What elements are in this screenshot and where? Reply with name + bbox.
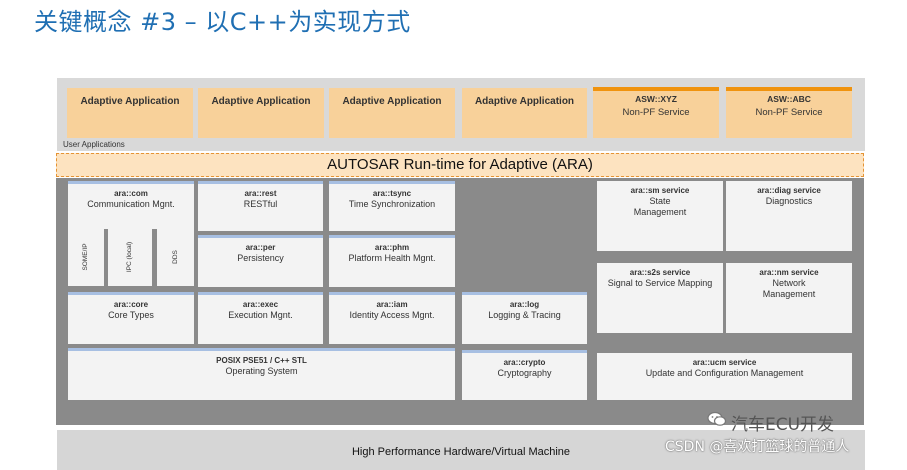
ara-crypto-label: Cryptography [497, 368, 552, 378]
ara-per-label: Persistency [237, 253, 284, 263]
asw-abc-label: Non-PF Service [755, 107, 823, 118]
slide-title: 关键概念 #3 – 以C++为实现方式 [34, 8, 411, 36]
ara-com-label: Communication Mgnt. [87, 199, 175, 209]
ara-iam-id: ara::iam [376, 300, 408, 309]
wechat-icon [707, 411, 727, 426]
ara-exec-id: ara::exec [242, 300, 279, 309]
ara-sm-box: ara::sm service State Management [597, 181, 723, 251]
ara-ucm-id: ara::ucm service [692, 358, 757, 367]
ara-ucm-box: ara::ucm service Update and Configuratio… [597, 353, 852, 400]
watermark-text: 汽车ECU开发 [731, 415, 835, 435]
ara-phm-box: ara::phm Platform Health Mgnt. [329, 235, 455, 287]
asw-abc-service: ASW::ABC Non-PF Service [726, 87, 852, 138]
posix-id: POSIX PSE51 / C++ STL [216, 356, 307, 365]
ara-s2s-label: Signal to Service Mapping [607, 278, 713, 288]
ara-log-id: ara::log [509, 300, 540, 309]
ara-log-label: Logging & Tracing [488, 310, 561, 320]
ara-crypto-id: ara::crypto [503, 358, 546, 367]
ara-s2s-id: ara::s2s service [629, 268, 691, 277]
hardware-layer: High Performance Hardware/Virtual Machin… [57, 430, 865, 470]
ara-core-label: Core Types [108, 310, 154, 320]
ara-com-id: ara::com [114, 189, 148, 198]
adaptive-application-2: Adaptive Application [198, 88, 324, 138]
ara-exec-box: ara::exec Execution Mgnt. [198, 292, 323, 344]
ipc-local-binding: IPC (local) [108, 228, 152, 286]
adaptive-application-1: Adaptive Application [67, 88, 193, 138]
dds-binding: DDS [157, 228, 194, 286]
ara-per-box: ara::per Persistency [198, 235, 323, 287]
ara-s2s-box: ara::s2s service Signal to Service Mappi… [597, 263, 723, 333]
ara-band: AUTOSAR Run-time for Adaptive (ARA) [56, 153, 864, 177]
ara-diag-label: Diagnostics [765, 196, 813, 206]
ara-log-box: ara::log Logging & Tracing [462, 292, 587, 344]
ara-ucm-label: Update and Configuration Management [645, 368, 804, 378]
posix-os-box: POSIX PSE51 / C++ STL Operating System [68, 348, 455, 400]
ara-rest-label: RESTful [243, 199, 278, 209]
ara-tsync-label: Time Synchronization [348, 199, 436, 209]
ara-sm-id: ara::sm service [630, 186, 690, 195]
ara-core-id: ara::core [113, 300, 149, 309]
ara-sm-label: State Management [633, 196, 687, 217]
ara-exec-label: Execution Mgnt. [228, 310, 293, 320]
asw-xyz-id: ASW::XYZ [635, 94, 677, 104]
ara-diag-id: ara::diag service [757, 186, 821, 195]
ara-phm-label: Platform Health Mgnt. [348, 253, 436, 263]
ara-nm-label: Network Management [762, 278, 816, 299]
ara-rest-id: ara::rest [244, 189, 277, 198]
ara-core-box: ara::core Core Types [68, 292, 194, 344]
adaptive-application-3: Adaptive Application [329, 88, 455, 138]
ara-iam-box: ara::iam Identity Access Mgnt. [329, 292, 455, 344]
ara-nm-box: ara::nm service Network Management [726, 263, 852, 333]
asw-xyz-service: ASW::XYZ Non-PF Service [593, 87, 719, 138]
ara-diag-box: ara::diag service Diagnostics [726, 181, 852, 251]
user-applications-label: User Applications [63, 140, 125, 149]
ara-tsync-box: ara::tsync Time Synchronization [329, 181, 455, 231]
csdn-watermark: CSDN @喜欢打篮球的普通人 [665, 439, 850, 455]
ara-nm-id: ara::nm service [759, 268, 819, 277]
ara-rest-box: ara::rest RESTful [198, 181, 323, 231]
ara-per-id: ara::per [245, 243, 276, 252]
ara-phm-id: ara::phm [374, 243, 410, 252]
asw-xyz-label: Non-PF Service [622, 107, 690, 118]
adaptive-application-4: Adaptive Application [462, 88, 587, 138]
someip-binding: SOME/IP [68, 228, 104, 286]
ara-com-box: ara::com Communication Mgnt. [68, 181, 194, 229]
ara-iam-label: Identity Access Mgnt. [349, 310, 435, 320]
ara-tsync-id: ara::tsync [372, 189, 412, 198]
ara-crypto-box: ara::crypto Cryptography [462, 350, 587, 400]
posix-label: Operating System [225, 366, 298, 376]
asw-abc-id: ASW::ABC [767, 94, 811, 104]
